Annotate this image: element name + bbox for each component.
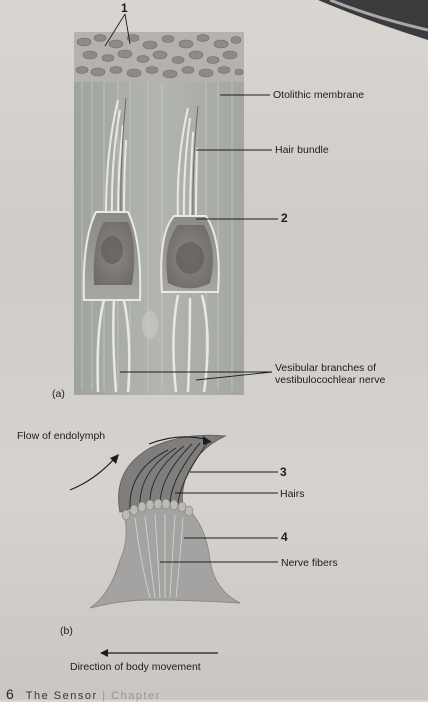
leader-lines-b <box>160 471 278 563</box>
corner-object-graphic <box>318 0 428 40</box>
page-number: 6 <box>6 686 14 702</box>
label-nerve-line2: vestibulocochlear nerve <box>275 374 386 386</box>
kinocilia <box>120 97 199 221</box>
label-number-2: 2 <box>281 211 288 225</box>
label-hair-bundle: Hair bundle <box>275 144 329 156</box>
label-nerve-line1: Vesibular branches of <box>275 362 376 374</box>
otolith-crystals <box>74 32 244 82</box>
hair-bundles <box>105 99 198 221</box>
page-footer: 6 The Sensor | Chapter <box>6 686 161 702</box>
footer-text: The Sensor <box>25 690 98 702</box>
nerve-fibers-a <box>96 294 209 393</box>
leader-lines-a <box>104 13 278 381</box>
label-number-1: 1 <box>121 1 128 15</box>
label-otolithic-membrane: Otolithic membrane <box>273 89 365 101</box>
nerve-fibers-b <box>134 513 184 599</box>
arrowheads <box>100 436 212 657</box>
label-panel-a: (a) <box>52 388 65 400</box>
label-number-4: 4 <box>281 530 288 544</box>
hair-cell-row-b <box>121 498 194 521</box>
label-hairs: Hairs <box>280 488 305 500</box>
label-nerve-fibers: Nerve fibers <box>281 557 338 569</box>
label-direction-of-body-movement: Direction of body movement <box>70 661 201 673</box>
footer-faint-text: | Chapter <box>102 690 161 702</box>
label-number-3: 3 <box>280 465 287 479</box>
hair-cells <box>93 222 213 289</box>
label-flow-of-endolymph: Flow of endolymph <box>17 430 106 442</box>
label-panel-b: (b) <box>60 625 73 637</box>
